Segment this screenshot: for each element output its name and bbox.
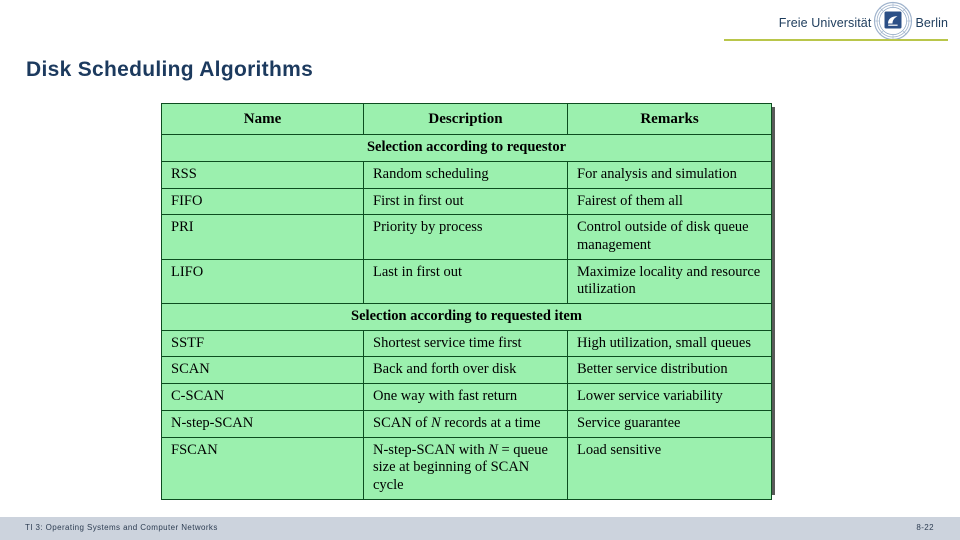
footer-bar [0, 517, 960, 540]
cell-algorithm-name: RSS [161, 160, 364, 189]
cell-remarks: Maximize locality and resource utilizati… [567, 258, 772, 305]
cell-algorithm-name: FSCAN [161, 436, 364, 500]
table-row: N-step-SCAN SCAN of N records at a time … [161, 409, 772, 438]
cell-algorithm-name: PRI [161, 214, 364, 260]
table-row: SCAN Back and forth over disk Better ser… [161, 356, 772, 385]
section-header-row: Selection according to requested item [161, 303, 772, 331]
table-row: PRI Priority by process Control outside … [161, 214, 772, 260]
table-row: LIFO Last in first out Maximize locality… [161, 258, 772, 305]
cell-description: Last in first out [363, 258, 568, 305]
cell-remarks: For analysis and simulation [567, 160, 772, 189]
table-row: SSTF Shortest service time first High ut… [161, 329, 772, 358]
page-title: Disk Scheduling Algorithms [26, 58, 314, 81]
table-header-row: Name Description Remarks [161, 102, 772, 136]
table-body: Selection according to requestor RSS Ran… [161, 134, 772, 500]
logo-text-right: Berlin [915, 15, 948, 30]
cell-description: N-step-SCAN with N = queue size at begin… [363, 436, 568, 500]
fu-berlin-seal-icon [873, 1, 913, 41]
cell-algorithm-name: SSTF [161, 329, 364, 358]
cell-remarks: Service guarantee [567, 409, 772, 438]
cell-description: Back and forth over disk [363, 356, 568, 385]
table-row: FSCAN N-step-SCAN with N = queue size at… [161, 436, 772, 500]
disk-scheduling-table: Name Description Remarks Selection accor… [161, 102, 772, 500]
cell-algorithm-name: C-SCAN [161, 383, 364, 411]
logo-underline [724, 39, 948, 41]
cell-remarks: Fairest of them all [567, 187, 772, 216]
footer-course-label: TI 3: Operating Systems and Computer Net… [25, 523, 218, 532]
table-row: FIFO First in first out Fairest of them … [161, 187, 772, 216]
cell-remarks: High utilization, small queues [567, 329, 772, 358]
footer-page-number: 8-22 [916, 523, 934, 532]
cell-remarks: Control outside of disk queue management [567, 214, 772, 260]
cell-description: First in first out [363, 187, 568, 216]
section-label-requested-item: Selection according to requested item [161, 303, 772, 331]
disk-scheduling-table-container: Name Description Remarks Selection accor… [161, 102, 775, 500]
table-row: C-SCAN One way with fast return Lower se… [161, 383, 772, 411]
table-header: Name Description Remarks [161, 102, 772, 136]
cell-description: Shortest service time first [363, 329, 568, 358]
cell-description: Random scheduling [363, 160, 568, 189]
section-header-row: Selection according to requestor [161, 134, 772, 162]
logo-text-left: Freie Universität [778, 15, 872, 30]
cell-description: One way with fast return [363, 383, 568, 411]
cell-remarks: Lower service variability [567, 383, 772, 411]
cell-algorithm-name: FIFO [161, 187, 364, 216]
cell-algorithm-name: SCAN [161, 356, 364, 385]
cell-description: Priority by process [363, 214, 568, 260]
cell-algorithm-name: LIFO [161, 258, 364, 305]
column-header-name: Name [161, 102, 364, 136]
cell-remarks: Better service distribution [567, 356, 772, 385]
cell-algorithm-name: N-step-SCAN [161, 409, 364, 438]
column-header-remarks: Remarks [567, 102, 772, 136]
column-header-description: Description [363, 102, 568, 136]
fu-berlin-logo: Freie Universität [720, 1, 948, 50]
table-row: RSS Random scheduling For analysis and s… [161, 160, 772, 189]
cell-remarks: Load sensitive [567, 436, 772, 500]
section-label-requestor: Selection according to requestor [161, 134, 772, 162]
cell-description: SCAN of N records at a time [363, 409, 568, 438]
